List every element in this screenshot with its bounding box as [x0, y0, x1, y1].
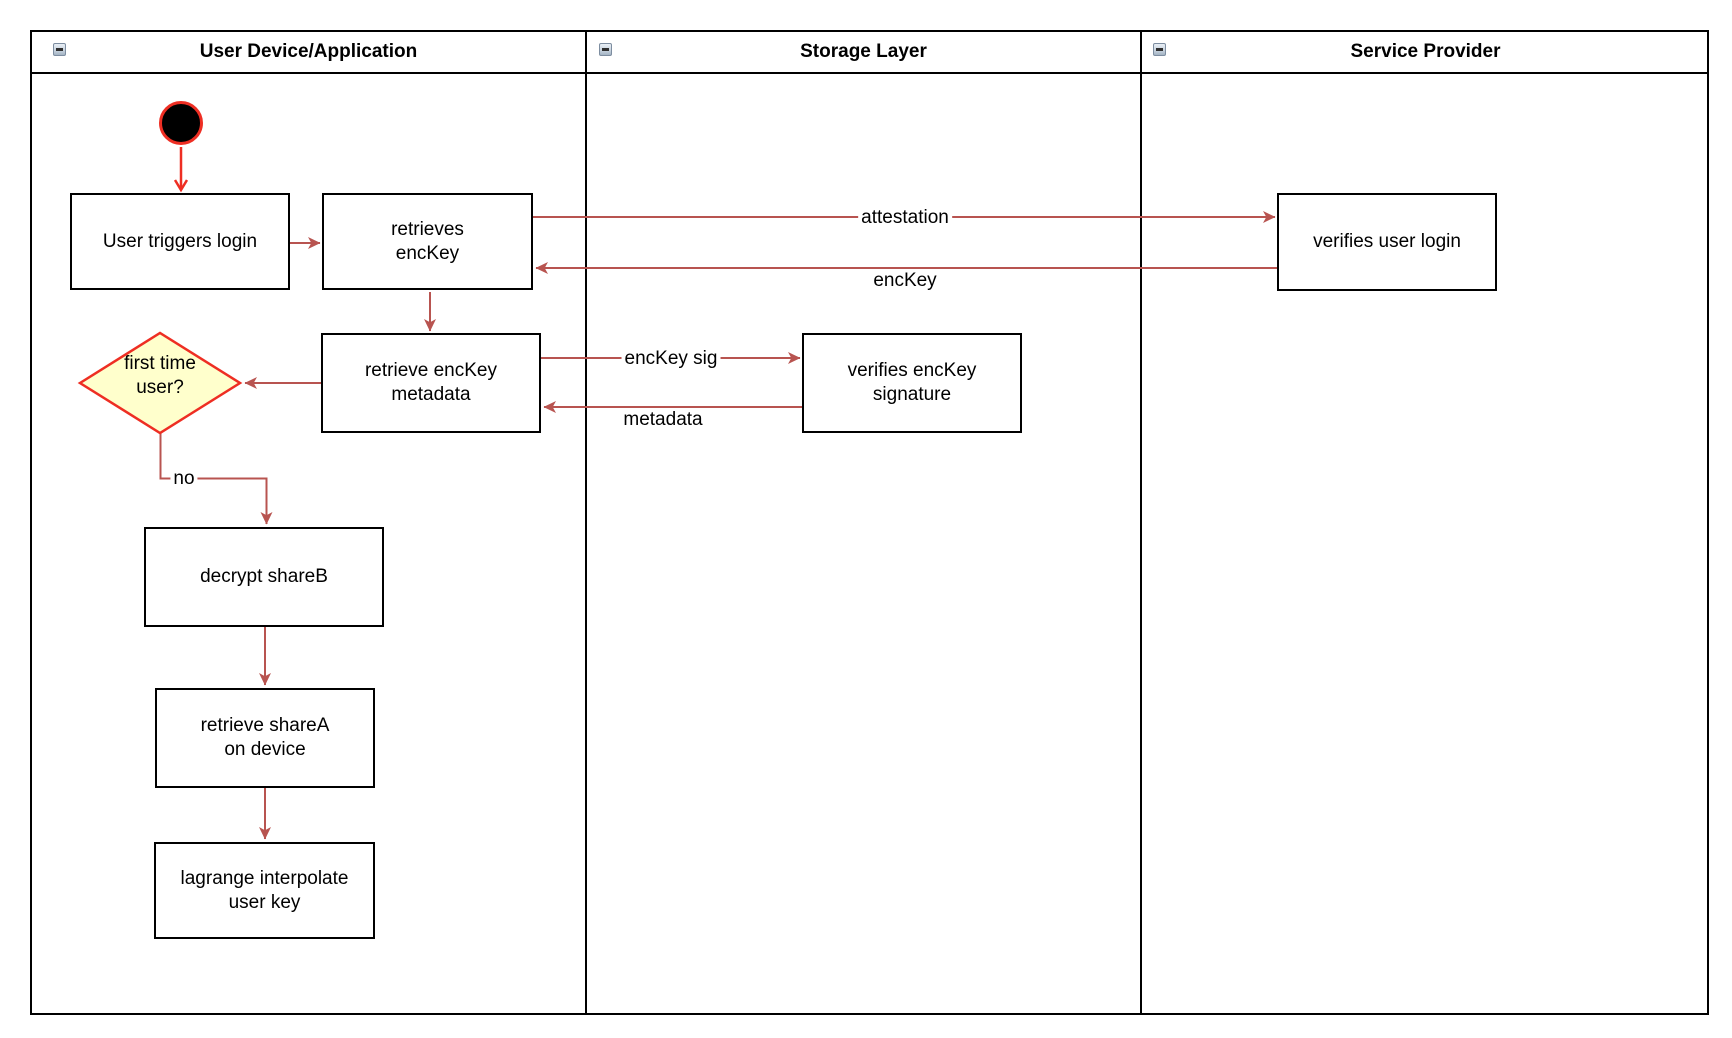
decision-node-label[interactable]: first time user?: [124, 353, 196, 398]
lane-title: Storage Layer: [800, 41, 927, 62]
lane-header-service-provider[interactable]: Service Provider: [1142, 32, 1709, 72]
collapse-lane-button[interactable]: [599, 43, 612, 56]
edge-label-enckey[interactable]: encKey: [870, 270, 940, 292]
node-label: verifies user login: [1313, 231, 1461, 253]
initial-node[interactable]: [159, 101, 203, 145]
edge-no-branch[interactable]: [159, 433, 273, 525]
node-label: lagrange interpolate user key: [180, 867, 349, 913]
minus-icon: [1156, 48, 1163, 51]
decision-node-shape[interactable]: [77, 331, 243, 435]
node-label: decrypt shareB: [200, 566, 328, 588]
lane-header-storage-layer[interactable]: Storage Layer: [587, 32, 1140, 72]
collapse-lane-button[interactable]: [53, 43, 66, 56]
lane-separator: [585, 32, 587, 1013]
node-verifies-user-login[interactable]: verifies user login: [1277, 193, 1497, 291]
node-decrypt-shareb[interactable]: decrypt shareB: [144, 527, 384, 627]
lane-title: User Device/Application: [199, 41, 418, 62]
node-user-triggers-login[interactable]: User triggers login: [70, 193, 290, 290]
minus-icon: [602, 48, 609, 51]
lane-header-band: [32, 32, 1707, 74]
node-label: verifies encKey signature: [847, 360, 977, 405]
lane-separator: [1140, 32, 1142, 1013]
node-label: retrieve shareA on device: [200, 715, 330, 760]
swimlane-pool: User Device/Application Storage Layer Se…: [30, 30, 1709, 1015]
edge-label-metadata[interactable]: metadata: [620, 409, 706, 431]
node-verifies-enckey-signature[interactable]: verifies encKey signature: [802, 333, 1022, 433]
minus-icon: [56, 48, 63, 51]
node-label: retrieves encKey: [391, 218, 464, 264]
edge-label-no[interactable]: no: [170, 468, 198, 490]
node-lagrange-interpolate[interactable]: lagrange interpolate user key: [154, 842, 375, 939]
node-retrieve-sharea[interactable]: retrieve shareA on device: [155, 688, 375, 788]
edge-label-enckey-sig[interactable]: encKey sig: [621, 348, 721, 370]
lane-header-user-device[interactable]: User Device/Application: [32, 32, 585, 72]
node-retrieve-enckey-metadata[interactable]: retrieve encKey metadata: [321, 333, 541, 433]
collapse-lane-button[interactable]: [1153, 43, 1166, 56]
node-retrieves-enckey[interactable]: retrieves encKey: [322, 193, 533, 290]
edge-label-attestation[interactable]: attestation: [858, 207, 952, 229]
node-label: retrieve encKey metadata: [364, 360, 497, 405]
node-label: User triggers login: [102, 230, 258, 252]
lane-title: Service Provider: [1350, 41, 1501, 62]
